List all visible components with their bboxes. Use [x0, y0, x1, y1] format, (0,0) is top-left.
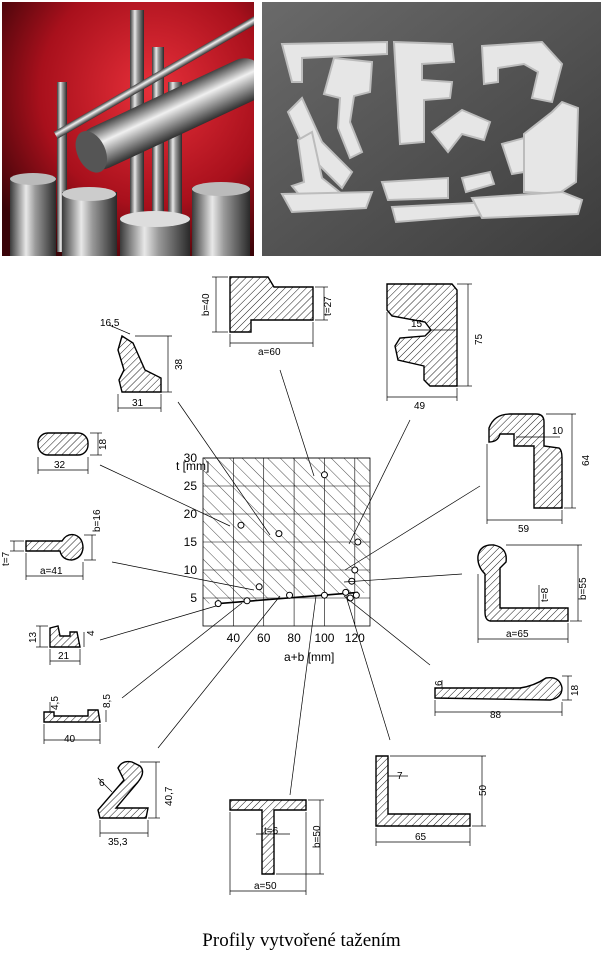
p3-h: 75 — [474, 333, 485, 345]
data-point — [286, 591, 294, 599]
p8-t: 4 — [86, 630, 97, 636]
p2-h: 38 — [174, 358, 185, 370]
data-point — [214, 600, 222, 608]
p9-h: 18 — [570, 684, 581, 696]
data-point — [320, 471, 328, 479]
p11-t: 6 — [99, 778, 105, 789]
y-tick-label: 25 — [184, 479, 198, 493]
p6-a: a=41 — [40, 566, 63, 577]
data-point — [237, 521, 245, 529]
chart-ticks: 5 10 15 20 25 30 40 60 80 100 120 — [184, 451, 366, 645]
p11-h: 40,7 — [164, 786, 175, 806]
thickness-chart: 5 10 15 20 25 30 40 60 80 100 120 t [mm] a+b [mm] — [176, 451, 371, 664]
p13-t: 7 — [397, 771, 403, 782]
data-point — [275, 530, 283, 538]
x-tick-label: 120 — [345, 631, 365, 645]
x-axis-label: a+b [mm] — [284, 650, 334, 664]
p5-h: 64 — [581, 454, 592, 466]
p4-base: 32 — [54, 460, 66, 471]
p2-w: 16,5 — [100, 318, 120, 329]
chart-points — [214, 471, 362, 608]
chart-hatched-region — [203, 458, 370, 604]
p13-base: 65 — [415, 832, 427, 843]
data-point — [346, 594, 354, 602]
p5-base: 59 — [518, 524, 530, 535]
p13-h: 50 — [478, 784, 489, 796]
profile-11: 6 40,7 35,3 — [97, 760, 175, 848]
p3-in: 15 — [411, 319, 423, 330]
y-tick-label: 20 — [184, 507, 198, 521]
p12-b: b=50 — [312, 825, 323, 848]
p10-base: 40 — [64, 734, 76, 745]
data-point — [255, 583, 263, 591]
p2-base: 31 — [132, 398, 144, 409]
x-tick-label: 40 — [227, 631, 241, 645]
profile-7: t=8 b=55 a=65 — [477, 544, 589, 643]
y-tick-label: 10 — [184, 563, 198, 577]
p9-t: 6 — [434, 680, 445, 686]
data-point — [243, 597, 251, 605]
profile-5: 10 64 59 — [486, 413, 592, 535]
chart-grid — [202, 457, 371, 627]
p1-a: a=60 — [258, 347, 281, 358]
p7-b: b=55 — [578, 577, 589, 600]
p8-h: 13 — [28, 631, 39, 643]
profile-9: 6 18 88 — [434, 675, 581, 721]
data-point — [354, 538, 362, 546]
steel-bars-photo — [2, 2, 254, 256]
p12-a: a=50 — [254, 881, 277, 892]
y-axis-label: t [mm] — [176, 459, 209, 473]
p7-t: t=8 — [540, 587, 551, 602]
data-point — [351, 566, 359, 574]
p8-base: 21 — [58, 651, 70, 662]
y-tick-label: 5 — [190, 591, 197, 605]
p10-t: 4,5 — [50, 696, 61, 710]
x-tick-label: 80 — [287, 631, 301, 645]
profile-10: 4,5 8,5 40 — [43, 694, 113, 745]
p9-base: 88 — [490, 710, 502, 721]
p1-b: b=40 — [201, 293, 212, 316]
extruded-profiles-photo — [262, 2, 601, 256]
caption: Profily vytvořené tažením — [202, 930, 401, 951]
p11-base: 35,3 — [108, 837, 128, 848]
x-tick-label: 60 — [257, 631, 271, 645]
y-tick-label: 30 — [184, 451, 198, 465]
photo-strip — [0, 0, 603, 258]
data-point — [352, 591, 360, 599]
profile-6: t=7 b=16 a=41 — [1, 509, 103, 580]
p5-t: 10 — [552, 426, 564, 437]
x-tick-label: 100 — [314, 631, 334, 645]
p3-base: 49 — [414, 401, 426, 412]
leader-lines — [99, 369, 481, 796]
data-point — [320, 591, 328, 599]
p6-t: t=7 — [1, 551, 12, 566]
profile-2: 16,5 38 31 — [100, 318, 185, 412]
profile-1: b=40 t=27 a=60 — [201, 276, 334, 358]
p12-t: t=6 — [264, 826, 279, 837]
profile-4: 18 32 — [37, 432, 109, 474]
data-point — [342, 588, 350, 596]
p6-b: b=16 — [92, 509, 103, 532]
profile-8: 13 4 21 — [28, 625, 97, 665]
p1-t: t=27 — [323, 296, 334, 316]
p7-a: a=65 — [506, 629, 529, 640]
profile-12: t=6 b=50 a=50 — [229, 799, 324, 895]
y-tick-label: 15 — [184, 535, 198, 549]
profile-3: 15 75 49 — [386, 283, 485, 412]
p4-h: 18 — [98, 438, 109, 450]
profile-13: 7 50 65 — [375, 755, 489, 846]
p10-h: 8,5 — [102, 694, 113, 708]
